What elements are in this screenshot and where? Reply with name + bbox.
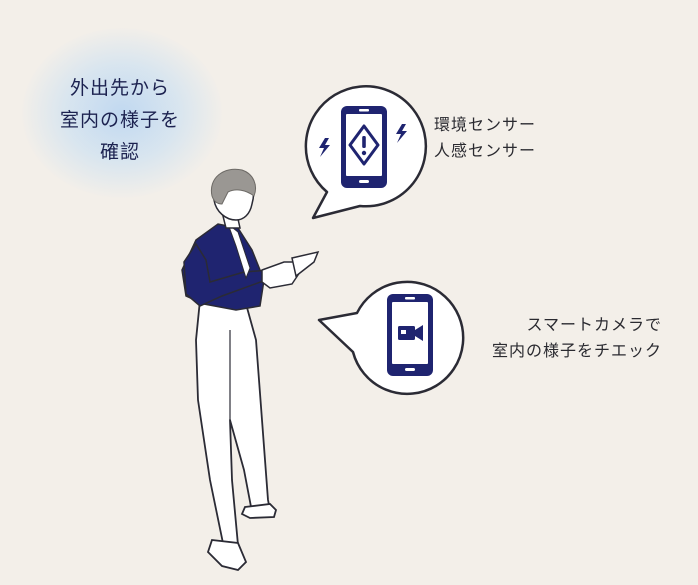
phone-camera-icon [387, 294, 433, 376]
caption-text: 外出先から 室内の様子を 確認 [40, 72, 200, 168]
caption-line-3: 確認 [99, 141, 140, 163]
phone-alert-icon [341, 106, 387, 188]
man-figure [181, 168, 320, 571]
camera-label-line-2: 室内の様子をチエック [492, 341, 663, 360]
lightning-icon-left [319, 138, 330, 157]
sensor-label: 環境センサー 人感センサー [434, 112, 536, 164]
speech-bubble-bottom [317, 280, 465, 396]
caption-glow [22, 28, 222, 198]
sensor-label-line-2: 人感センサー [434, 141, 537, 160]
speech-bubble-top [304, 85, 428, 220]
camera-label: スマートカメラで 室内の様子をチエック [492, 312, 662, 364]
caption-line-2: 室内の様子を [59, 109, 180, 131]
camera-label-line-1: スマートカメラで [526, 315, 663, 334]
sensor-label-line-1: 環境センサー [434, 115, 537, 134]
caption-line-1: 外出先から [69, 77, 170, 99]
lightning-icon-right [396, 124, 407, 143]
